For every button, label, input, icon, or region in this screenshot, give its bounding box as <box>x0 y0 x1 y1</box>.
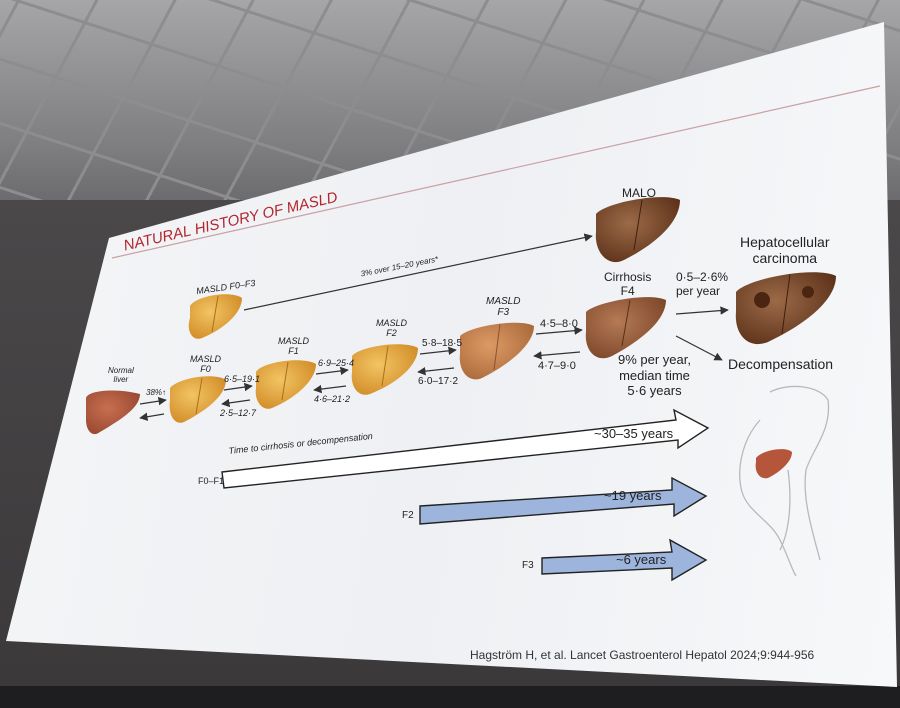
patient-illustration <box>739 385 830 577</box>
rate-f0-f1-forward: 6·5–19·1 <box>224 374 261 384</box>
stage-f0-label: MASLD F0 <box>190 354 222 374</box>
timeline-f2-value: ~19 years <box>604 488 662 503</box>
liver-f2-icon <box>351 344 418 395</box>
liver-f0f3-icon <box>188 294 242 339</box>
timeline-f0f1-arrow <box>221 408 710 489</box>
timeline-f3-label: F3 <box>522 560 534 571</box>
liver-normal-icon <box>86 390 140 435</box>
rate-f4-decompensation: 9% per year, median time 5·6 years <box>618 352 691 399</box>
rate-normal-f0: 38%↑ <box>146 388 167 397</box>
liver-malo-icon <box>595 197 680 263</box>
transition-arrows <box>139 233 729 421</box>
liver-decompensation-icon <box>755 449 792 479</box>
rate-f3-f4-forward: 4·5–8·0 <box>540 318 578 330</box>
stage-f1-label: MASLD F1 <box>278 336 310 356</box>
liver-f3-icon <box>459 322 534 380</box>
title-underline <box>111 85 881 259</box>
timeline-f0f1-label: F0–F1 <box>198 476 225 486</box>
stage-hcc-label: Hepatocellular carcinoma <box>740 234 830 267</box>
timeline-f2-label: F2 <box>402 510 414 521</box>
stage-decompensation-label: Decompensation <box>728 356 834 372</box>
liver-hcc-icon <box>735 272 836 345</box>
rate-f2-f3-forward: 5·8–18·5 <box>422 338 463 349</box>
stage-normal-label: Normal liver <box>108 366 134 384</box>
rate-f1-f2-forward: 6·9–25·4 <box>318 358 355 368</box>
liver-cirrhosis-icon <box>585 297 666 359</box>
stage-malo-label: MALO <box>622 186 657 200</box>
stage-f3-label: MASLD F3 <box>486 296 521 318</box>
rate-f3-f4-back: 4·7–9·0 <box>538 360 576 372</box>
rate-f2-f3-back: 6·0–17·2 <box>418 376 459 387</box>
timeline-f2-arrow <box>419 476 708 525</box>
rate-f0-f1-back: 2·5–12·7 <box>220 408 257 418</box>
floor <box>0 686 900 708</box>
timeline-f3-arrow <box>541 538 708 582</box>
rate-f4-hcc: 0·5–2·6% per year <box>676 270 729 299</box>
timeline-f3-value: ~6 years <box>616 552 667 567</box>
stage-f2-label: MASLD F2 <box>376 318 408 338</box>
liver-f1-icon <box>255 360 316 409</box>
timeline-f0f1-value: ~30–35 years <box>594 426 674 441</box>
liver-f0-icon <box>169 376 226 423</box>
citation: Hagström H, et al. Lancet Gastroenterol … <box>470 648 815 662</box>
stage-cirrhosis-label: Cirrhosis F4 <box>604 270 652 299</box>
rate-f1-f2-back: 4·6–21·2 <box>314 394 351 404</box>
